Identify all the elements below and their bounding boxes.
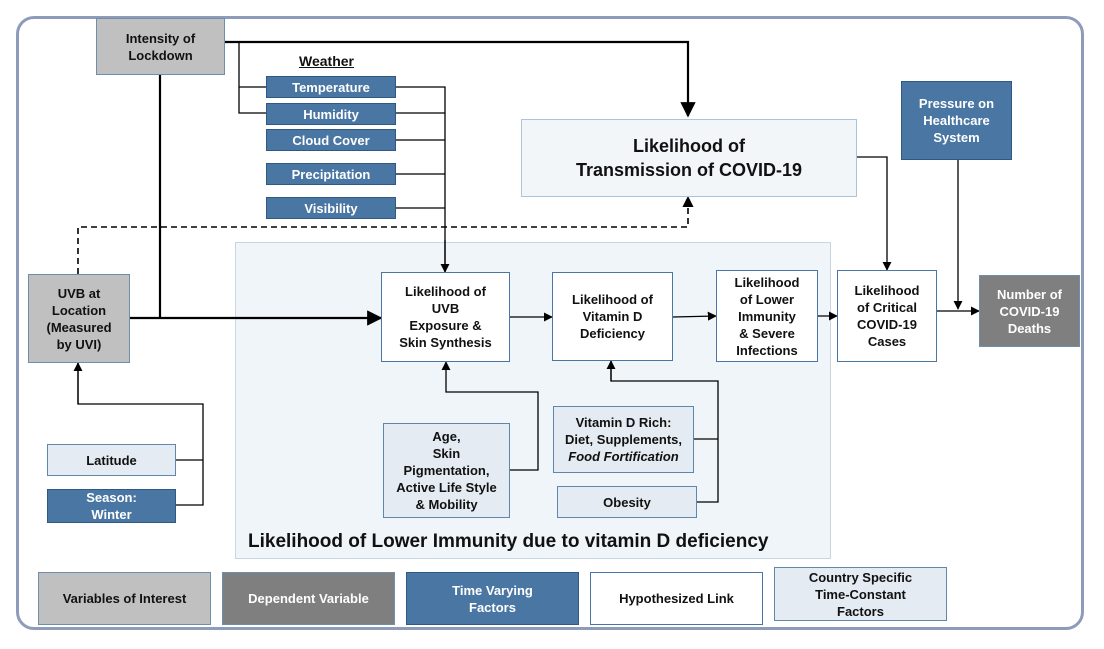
deficiency-immunity-arrow (672, 311, 717, 321)
uvb-exposure-box: Likelihood of UVB Exposure & Skin Synthe… (381, 272, 510, 362)
weather-bracket (396, 86, 446, 272)
vitamin-d-rich-text: Vitamin D Rich: Diet, Supplements, (564, 415, 683, 447)
covid-deaths-box: Number of COVID-19 Deaths (979, 275, 1080, 347)
latitude-season-bracket (77, 363, 204, 506)
visibility-box: Visibility (266, 197, 396, 219)
weather-title: Weather (299, 53, 354, 69)
legend-country-specific: Country Specific Time-Constant Factors (774, 567, 947, 621)
obesity-box: Obesity (557, 486, 697, 518)
critical-cases-box: Likelihood of Critical COVID-19 Cases (837, 270, 937, 362)
age-exposure-arrow (441, 361, 539, 471)
legend-variables-of-interest: Variables of Interest (38, 572, 211, 625)
intensity-of-lockdown-box: Intensity of Lockdown (96, 18, 225, 75)
legend-dependent-variable: Dependent Variable (222, 572, 395, 625)
food-fortification-text: Food Fortification (568, 449, 679, 464)
legend-hypothesized-link: Hypothesized Link (590, 572, 763, 625)
temperature-box: Temperature (266, 76, 396, 98)
lower-immunity-box: Likelihood of Lower Immunity & Severe In… (716, 270, 818, 362)
transmission-box: Likelihood of Transmission of COVID-19 (521, 119, 857, 197)
region-title: Likelihood of Lower Immunity due to vita… (248, 531, 769, 552)
age-lifestyle-box: Age, Skin Pigmentation, Active Life Styl… (383, 423, 510, 518)
precipitation-box: Precipitation (266, 163, 396, 185)
lockdown-weather-bracket (238, 42, 266, 114)
transmission-critical-arrow (857, 156, 892, 271)
hypothesized-link-arrow (77, 195, 694, 274)
vitamin-d-deficiency-box: Likelihood of Vitamin D Deficiency (552, 272, 673, 361)
cloud-cover-box: Cloud Cover (266, 129, 396, 151)
vitamin-d-rich-box: Vitamin D Rich: Diet, Supplements, Food … (553, 406, 694, 473)
pressure-healthcare-box: Pressure on Healthcare System (901, 81, 1012, 160)
legend-time-varying: Time Varying Factors (406, 572, 579, 625)
humidity-box: Humidity (266, 103, 396, 125)
latitude-box: Latitude (47, 444, 176, 476)
season-winter-box: Season: Winter (47, 489, 176, 523)
uvb-at-location-box: UVB at Location (Measured by UVI) (28, 274, 130, 363)
lockdown-transmission-arrow (225, 40, 696, 118)
